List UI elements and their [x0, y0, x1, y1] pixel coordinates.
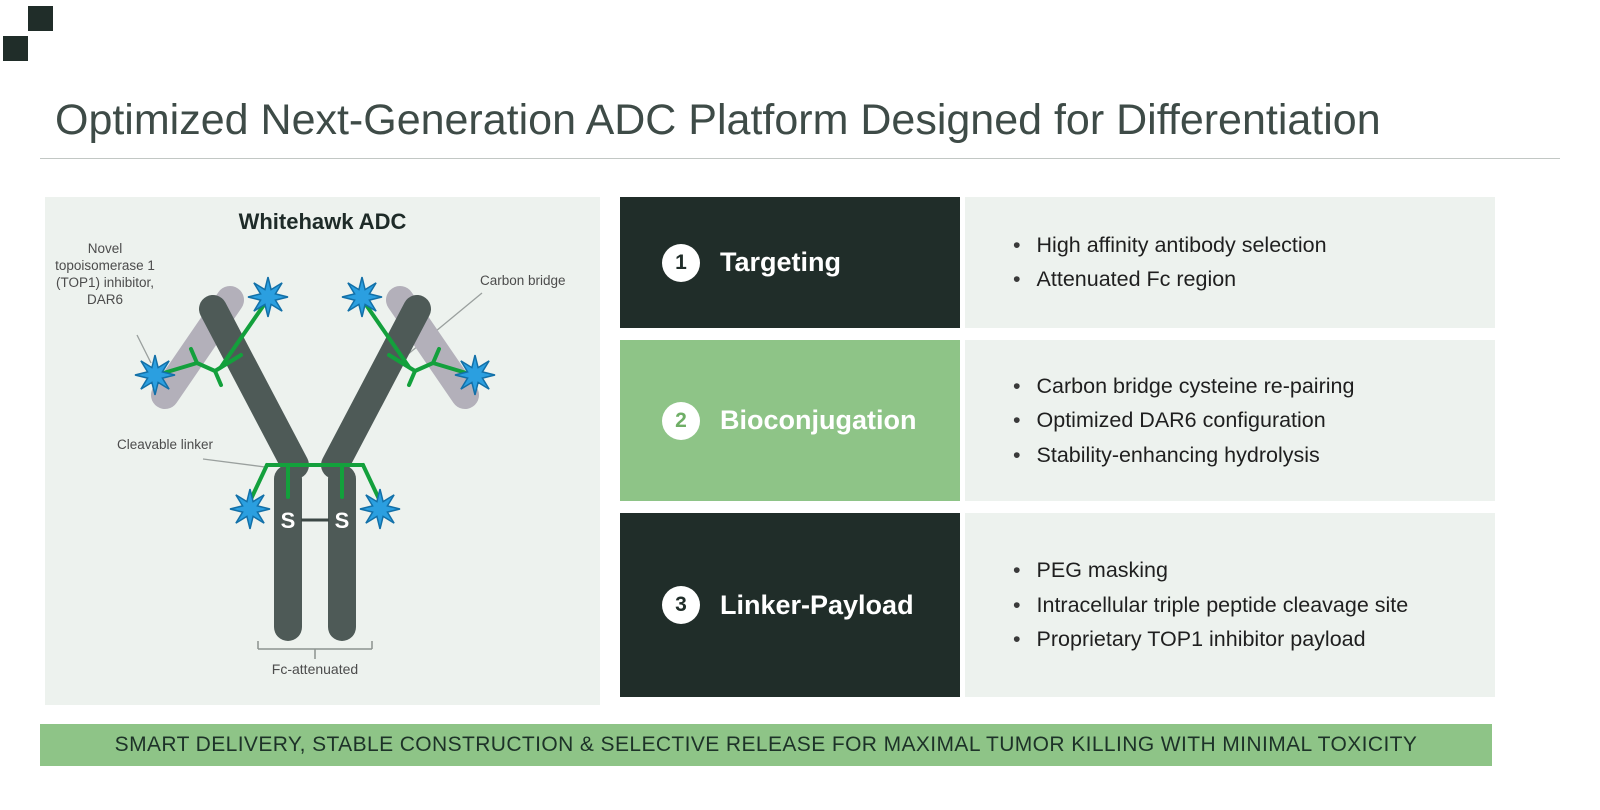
- step-label-bioconjugation: 2 Bioconjugation: [620, 340, 960, 501]
- bullet-item: PEG masking: [1013, 558, 1475, 583]
- bullet-item: Carbon bridge cysteine re-pairing: [1013, 374, 1475, 399]
- step-content-bioconjugation: Carbon bridge cysteine re-pairing Optimi…: [965, 340, 1495, 501]
- bullet-item: Attenuated Fc region: [1013, 267, 1475, 292]
- steps-column: 1 Targeting High affinity antibody selec…: [620, 197, 1495, 709]
- bullet-item: High affinity antibody selection: [1013, 233, 1475, 258]
- carbon-bridge-label: Carbon bridge: [480, 273, 566, 288]
- linker-structures: [155, 297, 475, 501]
- payload-label: Novel topoisomerase 1 (TOP1) inhibitor, …: [55, 241, 155, 307]
- disulfide-s-left: S: [281, 508, 296, 533]
- payload-star-icon: [341, 276, 383, 318]
- payload-star-icon: [359, 488, 401, 530]
- step-number-badge: 1: [662, 243, 700, 282]
- step-title: Linker-Payload: [720, 589, 914, 620]
- cleavable-linker-label: Cleavable linker: [116, 437, 214, 452]
- adc-diagram-panel: S S Whitehawk ADC Novel topoisomerase 1 …: [45, 197, 600, 705]
- payload-star-icon: [247, 276, 289, 318]
- bullet-item: Proprietary TOP1 inhibitor payload: [1013, 627, 1475, 652]
- bullet-item: Optimized DAR6 configuration: [1013, 408, 1475, 433]
- step-row-linker-payload: 3 Linker-Payload PEG masking Intracellul…: [620, 513, 1495, 697]
- step-title: Targeting: [720, 247, 841, 277]
- fc-attenuated-label: Fc-attenuated: [271, 661, 359, 677]
- step-row-bioconjugation: 2 Bioconjugation Carbon bridge cysteine …: [620, 340, 1495, 501]
- bullet-list: High affinity antibody selection Attenua…: [1013, 223, 1475, 302]
- payload-star-icon: [134, 354, 176, 396]
- page-title: Optimized Next-Generation ADC Platform D…: [55, 96, 1381, 144]
- payload-star-icon: [229, 488, 271, 530]
- summary-banner: SMART DELIVERY, STABLE CONSTRUCTION & SE…: [40, 724, 1492, 766]
- step-content-linker-payload: PEG masking Intracellular triple peptide…: [965, 513, 1495, 697]
- fc-bracket: [257, 641, 373, 659]
- title-divider: [40, 158, 1560, 159]
- step-number-badge: 3: [662, 586, 700, 624]
- bullet-list: PEG masking Intracellular triple peptide…: [1013, 549, 1475, 662]
- bullet-list: Carbon bridge cysteine re-pairing Optimi…: [1013, 364, 1475, 477]
- bullet-item: Stability-enhancing hydrolysis: [1013, 443, 1475, 468]
- payload-star-icon: [454, 354, 496, 396]
- disulfide-s-right: S: [335, 508, 350, 533]
- antibody-heavy-chains: [199, 295, 431, 641]
- payload-star-icons: [134, 276, 496, 530]
- step-content-targeting: High affinity antibody selection Attenua…: [965, 197, 1495, 328]
- step-label-linker-payload: 3 Linker-Payload: [620, 513, 960, 697]
- step-title: Bioconjugation: [720, 405, 917, 435]
- decorative-square-top: [28, 6, 53, 31]
- diagram-title: Whitehawk ADC: [238, 209, 407, 234]
- step-number-badge: 2: [662, 401, 700, 440]
- step-row-targeting: 1 Targeting High affinity antibody selec…: [620, 197, 1495, 328]
- bullet-item: Intracellular triple peptide cleavage si…: [1013, 593, 1475, 618]
- step-label-targeting: 1 Targeting: [620, 197, 960, 328]
- decorative-square-bottom: [3, 36, 28, 61]
- antibody-diagram: S S: [134, 276, 496, 659]
